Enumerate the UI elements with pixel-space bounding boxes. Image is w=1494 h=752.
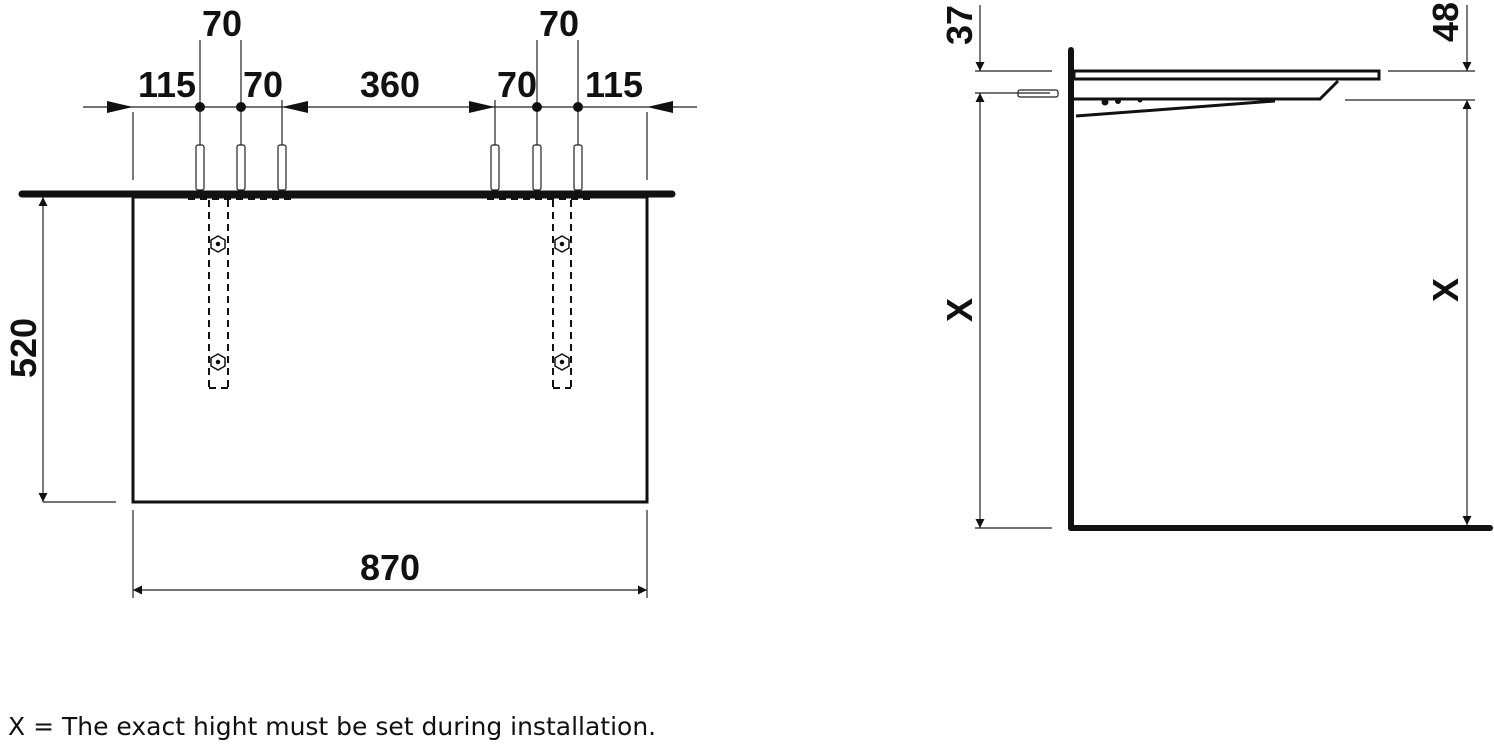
basin-underside (1074, 79, 1340, 101)
side-view: 37 X 48 X (939, 2, 1493, 531)
dim-label-x-left: X (939, 298, 980, 322)
left-dimensions (975, 5, 1052, 529)
dim-label-70-left: 70 (243, 64, 283, 105)
dim-label-115-left: 115 (138, 64, 196, 105)
hole-markers (195, 102, 583, 112)
front-view: 70 70 115 70 360 70 115 520 870 (3, 3, 697, 598)
hex-nut-icons (210, 235, 570, 371)
dim-label-37: 37 (939, 5, 980, 45)
right-dimensions (1345, 5, 1475, 525)
cabinet-body (131, 195, 649, 504)
footnote: X = The exact hight must be set during i… (8, 712, 657, 741)
mounting-rails (188, 198, 595, 389)
dim-label-x-right: X (1425, 278, 1466, 302)
bracket-holes (1101, 97, 1143, 106)
dim-label-70-right: 70 (497, 64, 537, 105)
wall-anchors (195, 144, 583, 191)
basin-top (1072, 69, 1381, 81)
dim-label-outer-left: 70 (202, 3, 242, 44)
dim-label-360: 360 (360, 64, 420, 105)
dim-label-width: 870 (360, 547, 420, 588)
dim-label-48: 48 (1425, 2, 1466, 42)
dim-label-115-right: 115 (585, 64, 643, 105)
dim-label-height: 520 (3, 318, 44, 378)
dim-label-outer-right: 70 (539, 3, 579, 44)
extension-lines (132, 40, 648, 180)
bracket (1075, 99, 1276, 118)
